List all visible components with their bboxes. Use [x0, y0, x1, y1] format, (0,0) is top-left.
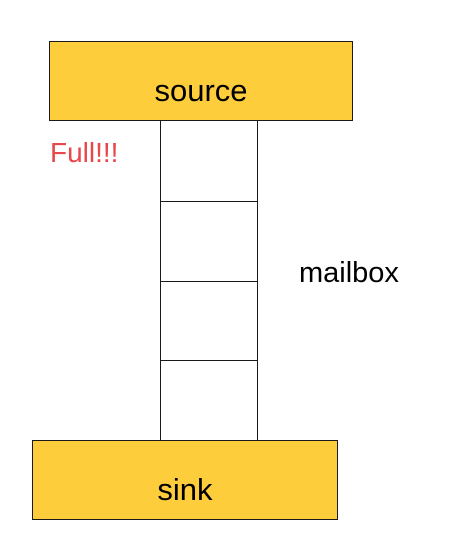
sink-box: sink	[32, 440, 338, 520]
mailbox-slot-divider	[161, 280, 257, 282]
mailbox-queue	[160, 121, 258, 440]
mailbox-slot-divider	[161, 360, 257, 362]
mailbox-status-label: Full!!!	[50, 137, 119, 168]
source-box: source	[49, 41, 353, 121]
mailbox-label: mailbox	[299, 257, 399, 289]
mailbox-slot-divider	[161, 200, 257, 202]
source-label: source	[154, 73, 248, 108]
sink-label: sink	[157, 472, 213, 507]
